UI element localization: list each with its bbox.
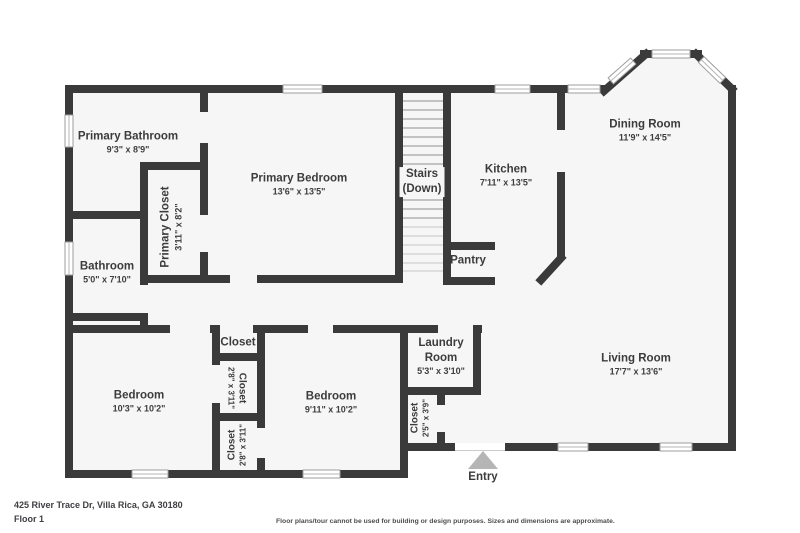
room-label-dining-room: Dining Room 11'9" x 14'5" <box>609 118 681 145</box>
room-dims: 2'8" x 3'11" <box>226 366 236 410</box>
room-dims: 10'3" x 10'2" <box>112 403 166 414</box>
room-dims: 3'11" x 8'2" <box>173 203 184 251</box>
room-label-bedroom-2: Bedroom 9'11" x 10'2" <box>305 390 357 417</box>
room-name: Laundry Room <box>418 337 464 365</box>
room-label-stairs: Stairs (Down) <box>399 167 445 197</box>
room-name: Closet <box>409 402 421 434</box>
room-dims: (Down) <box>402 183 442 195</box>
room-dims: 5'0" x 7'10" <box>83 274 131 285</box>
room-name: Kitchen <box>484 163 528 176</box>
room-label-closet-c: Closet 2'8" x 3'11" <box>225 424 248 466</box>
disclaimer-text: Floor plans/tour cannot be used for buil… <box>276 518 615 525</box>
room-name: Closet <box>220 336 256 349</box>
room-name: Primary Bathroom <box>77 130 179 143</box>
floor-number: Floor 1 <box>14 514 45 524</box>
room-label-laundry-room: Laundry Room 5'3" x 3'10" <box>412 336 470 378</box>
room-name: Primary Bedroom <box>250 172 348 185</box>
room-name: Bathroom <box>79 260 135 273</box>
room-dims: 2'5" x 3'9" <box>421 398 431 438</box>
room-label-living-room: Living Room 17'7" x 13'6" <box>601 352 671 379</box>
room-dims: 11'9" x 14'5" <box>618 132 672 143</box>
room-label-bathroom: Bathroom 5'0" x 7'10" <box>80 260 134 287</box>
entry-label: Entry <box>468 471 498 483</box>
room-label-primary-bedroom: Primary Bedroom 13'6" x 13'5" <box>251 172 348 199</box>
room-label-bedroom-1: Bedroom 10'3" x 10'2" <box>113 389 166 416</box>
room-dims: 9'11" x 10'2" <box>304 404 358 415</box>
room-name: Living Room <box>601 352 671 365</box>
windows <box>64 49 727 479</box>
room-dims: 2'8" x 3'11" <box>238 423 248 467</box>
room-dims: 7'11" x 13'5" <box>479 177 533 188</box>
room-name: Closet <box>226 429 238 461</box>
entry-arrow-icon <box>468 451 498 469</box>
room-name: Pantry <box>450 254 486 267</box>
room-label-kitchen: Kitchen 7'11" x 13'5" <box>480 163 532 190</box>
room-label-primary-closet: Primary Closet 3'11" x 8'2" <box>159 186 186 267</box>
room-name: Bedroom <box>305 390 357 403</box>
property-address: 425 River Trace Dr, Villa Rica, GA 30180 <box>14 500 183 510</box>
room-dims: 9'3" x 8'9" <box>106 144 150 155</box>
room-name: Dining Room <box>609 118 681 131</box>
room-dims: 13'6" x 13'5" <box>272 186 326 197</box>
room-name: Primary Closet <box>159 186 172 268</box>
room-name: Closet <box>236 372 248 404</box>
room-label-pantry: Pantry <box>450 254 486 269</box>
room-label-primary-bathroom: Primary Bathroom 9'3" x 8'9" <box>78 130 178 157</box>
room-name: Stairs <box>406 168 438 181</box>
interior-walls <box>65 93 567 478</box>
room-name: Bedroom <box>113 389 165 402</box>
entry-opening <box>455 443 505 451</box>
room-dims: 17'7" x 13'6" <box>609 366 663 377</box>
room-label-closet-entry: Closet 2'5" x 3'9" <box>408 399 431 437</box>
room-label-closet-hall: Closet <box>220 336 255 351</box>
room-label-closet-b: Closet 2'8" x 3'11" <box>225 367 248 409</box>
room-dims: 5'3" x 3'10" <box>417 366 465 377</box>
